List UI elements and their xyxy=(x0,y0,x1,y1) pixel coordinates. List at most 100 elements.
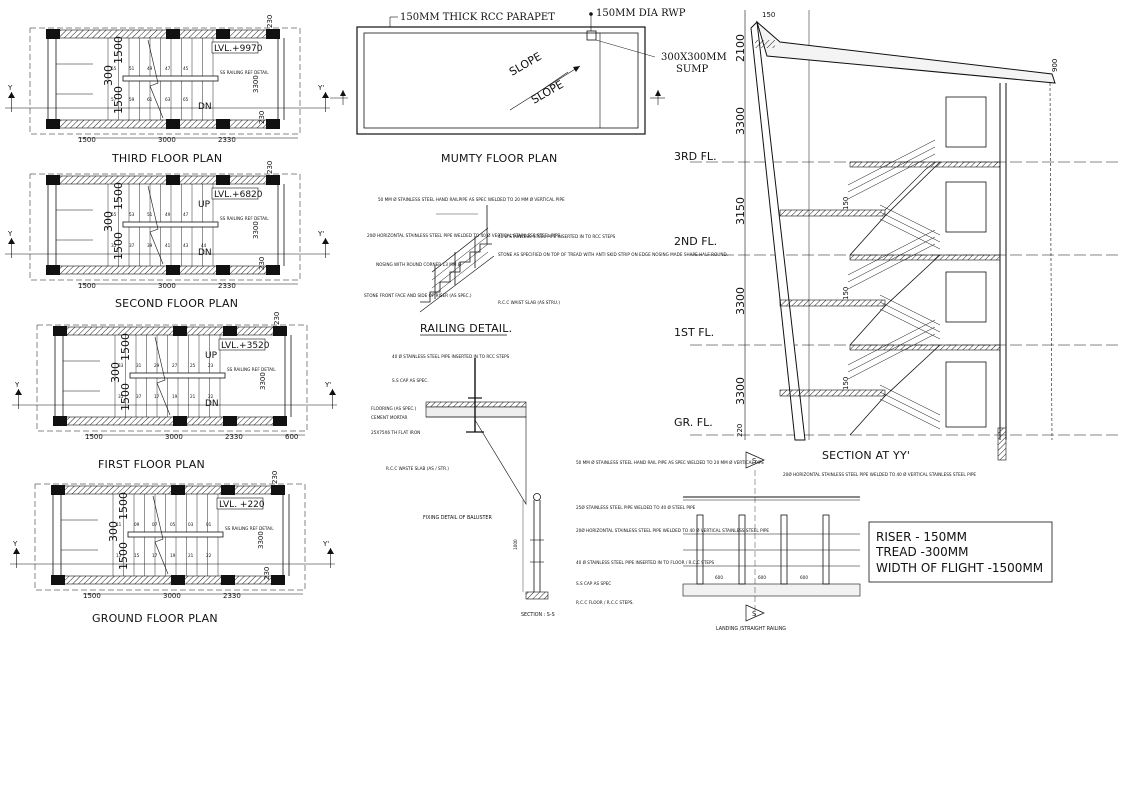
level-tag: LVL. +220 xyxy=(219,500,265,510)
section-yy-title: SECTION AT YY' xyxy=(822,449,910,462)
landing-marker-bottom: S xyxy=(752,610,757,618)
step-number: 57 xyxy=(111,97,117,102)
landing-note-1: 20Ø HORIZONTAL STAINLESS STEEL PIPE WELD… xyxy=(783,472,976,477)
baluster-note-3: FLOORING (AS SPEC.) xyxy=(371,406,417,411)
dim-left-2: 1500 xyxy=(117,542,130,570)
level-tag: LVL.+6820 xyxy=(214,190,263,200)
step-number: 51 xyxy=(147,212,153,217)
section-yy: 3RD FL. 2ND FL. 1ST FL. GR. FL. 2100 330… xyxy=(674,10,1120,462)
dim-left-1: 1500 xyxy=(117,492,130,520)
yy-dim-900: 900 xyxy=(1051,59,1059,72)
ss-dim-1000: 1000 xyxy=(513,539,518,550)
section-mark-y: Y xyxy=(7,230,13,238)
step-number: 15 xyxy=(134,553,140,558)
section-mark-y-prime: Y' xyxy=(324,381,331,389)
spec-riser: RISER - 150MM xyxy=(876,530,967,544)
step-number: 35 xyxy=(111,243,117,248)
level-tag: LVL.+3520 xyxy=(221,341,270,351)
step-number: 47 xyxy=(165,66,171,71)
step-number: 31 xyxy=(136,363,142,368)
railing-ref-note: SS RAILING REF DETAIL xyxy=(225,526,274,531)
dim-horizontal: 1500 xyxy=(78,136,96,144)
step-number: 63 xyxy=(165,97,171,102)
step-number: 13 xyxy=(116,553,122,558)
step-number: 01 xyxy=(206,522,212,527)
yy-dim-150-1: 150 xyxy=(842,197,850,210)
railing-detail-title: RAILING DETAIL. xyxy=(420,322,512,335)
step-number: 19 xyxy=(170,553,176,558)
step-number: 19 xyxy=(172,394,178,399)
dim-horizontal: 3000 xyxy=(165,433,183,441)
floor-label-2nd: 2ND FL. xyxy=(674,235,717,248)
section-mark-y-prime: Y' xyxy=(317,230,324,238)
step-number: 25 xyxy=(190,363,196,368)
section-ss-title: SECTION : S-S xyxy=(521,612,555,618)
dim-left-1: 1500 xyxy=(112,182,125,210)
step-number: 37 xyxy=(136,394,142,399)
down-label: DN xyxy=(198,248,212,258)
baluster-note-5: 25X75X6 TH FLAT IRON xyxy=(371,430,420,435)
dim-horizontal: 2330 xyxy=(223,592,241,600)
yy-dim-3300-b: 3300 xyxy=(734,287,747,315)
yy-dim-150-3: 150 xyxy=(842,377,850,390)
step-number: 47 xyxy=(183,212,189,217)
step-number: 45 xyxy=(183,66,189,71)
floor-plan-title: THIRD FLOOR PLAN xyxy=(111,152,222,165)
dim-top: 230 xyxy=(273,312,281,325)
step-number: 21 xyxy=(188,553,194,558)
step-number: 65 xyxy=(183,97,189,102)
rwp-label: 150MM DIA RWP xyxy=(596,8,686,19)
landing-railing-title: LANDING /STRAIGHT RAILING xyxy=(716,626,786,632)
slope-label-2: SLOPE xyxy=(529,78,566,107)
baluster-note-1: 40 Ø STAINLESS STEEL PIPE INSERTED IN TO… xyxy=(392,354,510,359)
ss-note-3: 20Ø HORIZONTAL STAINLESS STEEL PIPE WELD… xyxy=(576,528,769,533)
yy-dim-3300-c: 3300 xyxy=(734,377,747,405)
ss-note-2: 25Ø STAINLESS STEEL PIPE WELDED TO 40 Ø … xyxy=(576,505,696,510)
railing-ref-note: SS RAILING REF DETAIL xyxy=(227,367,276,372)
floor-plan-title: GROUND FLOOR PLAN xyxy=(92,612,218,625)
landing-dim-600-3: 600 xyxy=(800,575,808,580)
slope-label-1: SLOPE xyxy=(507,50,544,79)
section-mark-y: Y xyxy=(7,84,13,92)
floor-plan-title: FIRST FLOOR PLAN xyxy=(98,458,205,471)
ss-note-1: 50 MM Ø STAINLESS STEEL HAND RAIL PIPE A… xyxy=(576,460,764,465)
step-number: 03 xyxy=(188,522,194,527)
down-label: DN xyxy=(205,399,219,409)
section-ss: 1000 50 MM Ø STAINLESS STEEL HAND RAIL P… xyxy=(513,460,769,618)
baluster-fixing-detail: 40 Ø STAINLESS STEEL PIPE INSERTED IN TO… xyxy=(371,354,527,521)
step-number: 17 xyxy=(154,394,160,399)
dim-horizontal: 1500 xyxy=(85,433,103,441)
step-number: 09 xyxy=(134,522,140,527)
spec-width: WIDTH OF FLIGHT -1500MM xyxy=(876,561,1043,575)
railing-detail: 50 MM Ø STAINLESS STEEL HAND RAILPIPE AS… xyxy=(364,197,728,336)
dim-vertical: 3300 xyxy=(257,531,265,549)
dim-top: 230 xyxy=(271,471,279,484)
yy-dim-150-top: 150 xyxy=(762,11,775,19)
step-number: 55 xyxy=(111,212,117,217)
down-label: DN xyxy=(198,102,212,112)
dim-vertical: 3300 xyxy=(259,372,267,390)
yy-dim-220: 220 xyxy=(736,424,744,437)
dim-horizontal: 1500 xyxy=(83,592,101,600)
mumty-floor-plan: SLOPE SLOPE 150MM THICK RCC PARAPET 150M… xyxy=(330,8,727,165)
dim-bottom: 230 xyxy=(258,257,266,270)
step-number: 21 xyxy=(190,394,196,399)
floor-label-3rd: 3RD FL. xyxy=(674,150,717,163)
step-number: 39 xyxy=(147,243,153,248)
dim-left-2: 1500 xyxy=(112,232,125,260)
parapet-label: 150MM THICK RCC PARAPET xyxy=(400,12,555,23)
step-number: 59 xyxy=(129,97,135,102)
step-number: 41 xyxy=(165,243,171,248)
up-label: UP xyxy=(205,351,218,361)
railing-ref-note: SS RAILING REF DETAIL xyxy=(220,216,269,221)
dim-horizontal: 3000 xyxy=(163,592,181,600)
step-number: 11 xyxy=(116,522,122,527)
section-mark-y: Y xyxy=(12,540,18,548)
dim-top: 230 xyxy=(266,15,274,28)
railing-ref-note: SS RAILING REF DETAIL xyxy=(220,70,269,75)
dim-left-small: 300 xyxy=(102,211,115,232)
